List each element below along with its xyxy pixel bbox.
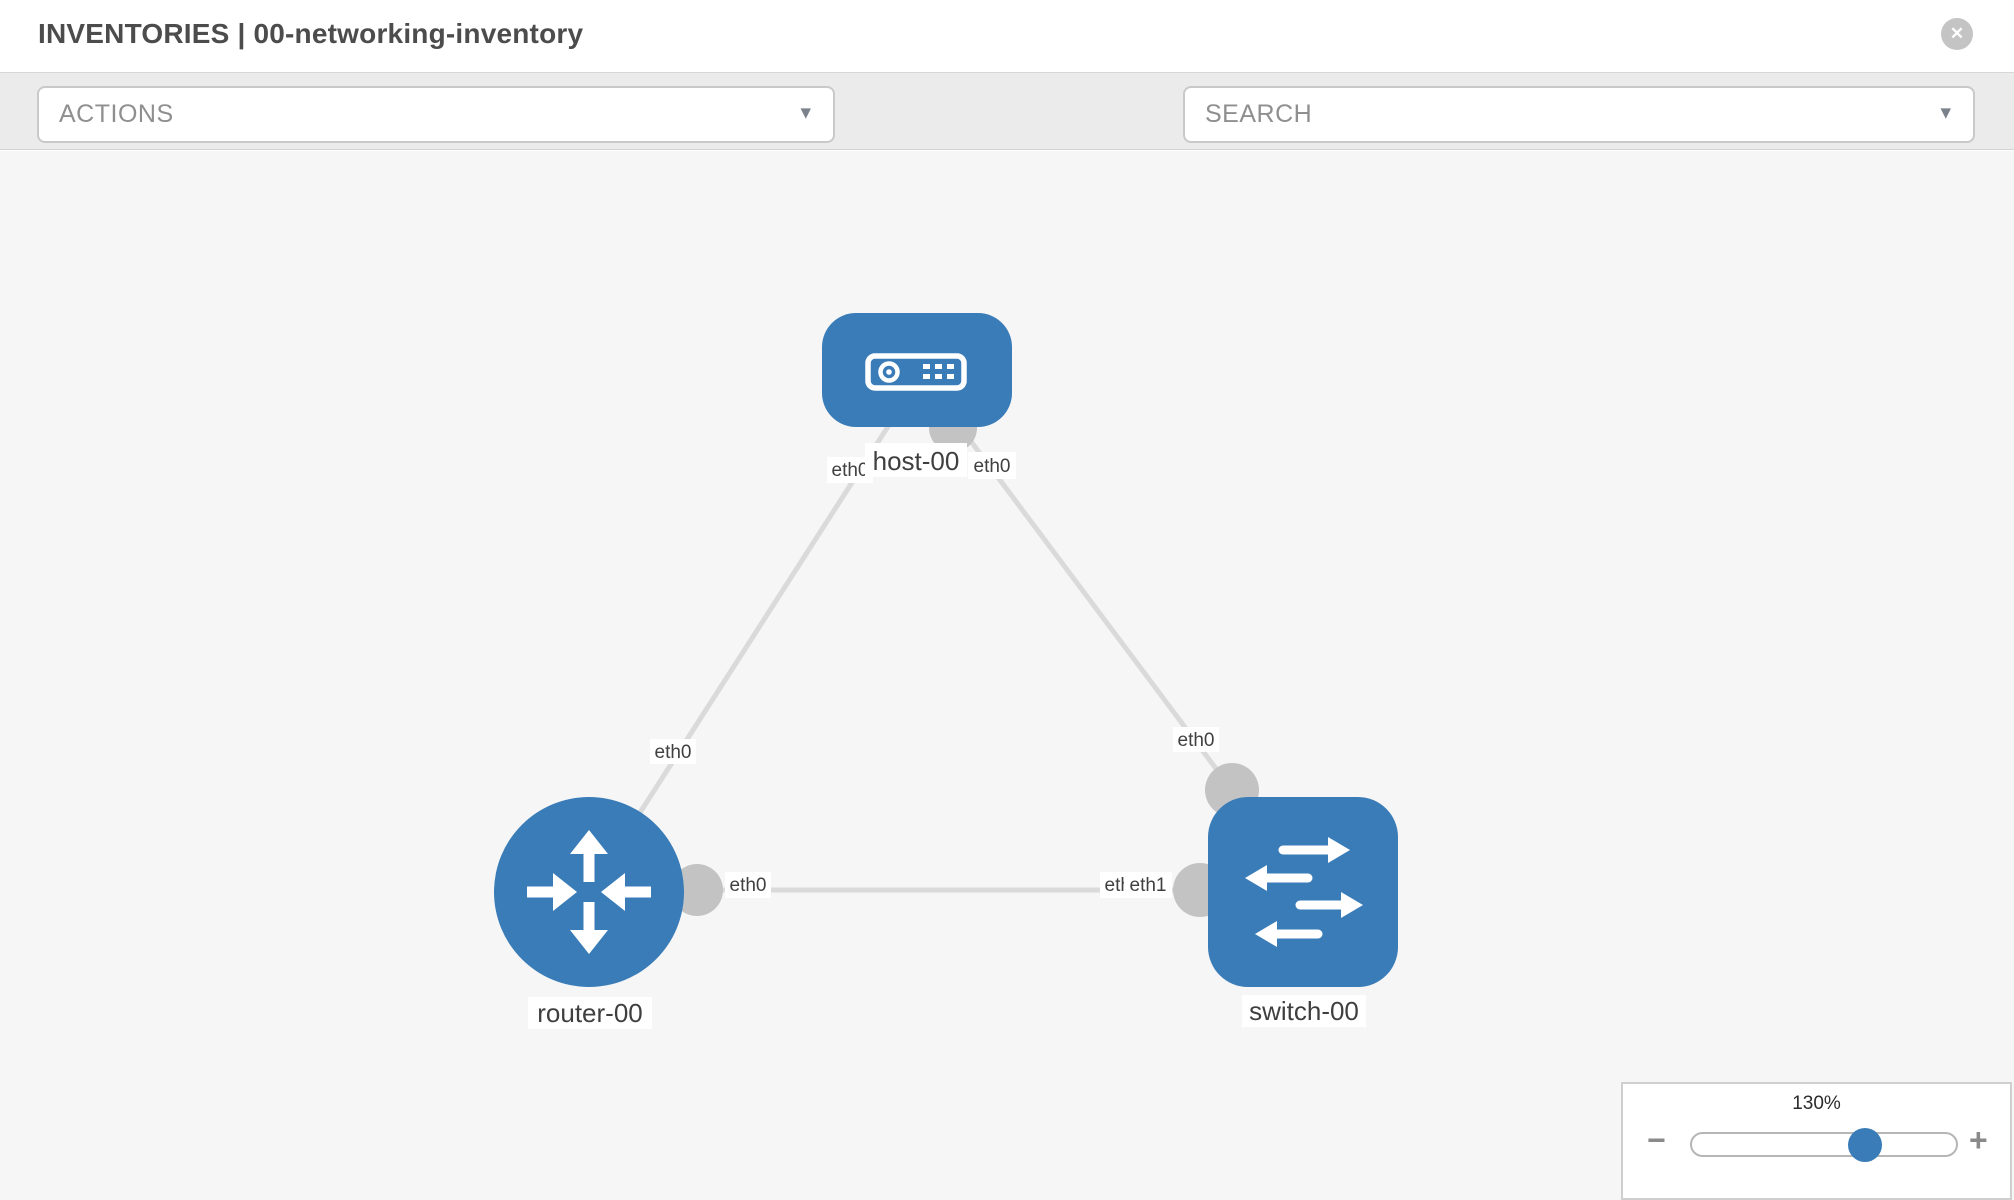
iface-label: eth0 [1173, 727, 1219, 752]
topology-canvas[interactable]: eth0 eth0 eth0 eth0 eth0 eth0 eth1 [0, 151, 2014, 1200]
zoom-slider-handle[interactable] [1848, 1128, 1882, 1162]
svg-text:eth0: eth0 [974, 456, 1011, 477]
toolbar: ACTIONS ▾ SEARCH ▾ [0, 72, 2014, 206]
svg-text:eth1: eth1 [1130, 875, 1167, 896]
node-label: router-00 [528, 997, 652, 1029]
close-icon[interactable]: ✕ [1941, 18, 1973, 50]
zoom-control-panel: 130% − + [1621, 1082, 2012, 1200]
svg-text:eth0: eth0 [832, 460, 869, 481]
node-label: switch-00 [1242, 995, 1366, 1027]
search-dropdown-label: SEARCH [1205, 100, 1313, 128]
switch-node[interactable] [1208, 797, 1398, 987]
page-title: INVENTORIES | 00-networking-inventory [38, 18, 584, 49]
svg-text:router-00: router-00 [537, 998, 643, 1028]
zoom-in-button[interactable]: + [1969, 1122, 1988, 1158]
actions-dropdown-label: ACTIONS [59, 100, 174, 128]
connector-router-eth0[interactable] [671, 864, 723, 916]
svg-text:eth0: eth0 [655, 742, 692, 763]
svg-text:eth0: eth0 [1178, 730, 1215, 751]
iface-label: eth0 [650, 739, 696, 764]
iface-label: eth0 [725, 872, 771, 898]
iface-label: eth1 [1124, 872, 1172, 898]
zoom-out-button[interactable]: − [1647, 1122, 1666, 1158]
svg-text:switch-00: switch-00 [1249, 996, 1359, 1026]
header-bar: INVENTORIES | 00-networking-inventory ✕ [0, 0, 2014, 72]
zoom-level-readout: 130% [1792, 1093, 1841, 1114]
svg-text:host-00: host-00 [873, 446, 960, 476]
node-labels-layer: host-00 router-00 switch-00 [528, 443, 1366, 1029]
zoom-slider-track[interactable] [1690, 1132, 1958, 1157]
search-dropdown[interactable]: SEARCH ▾ [1183, 86, 1975, 143]
close-x-glyph: ✕ [1949, 24, 1965, 43]
actions-dropdown[interactable]: ACTIONS ▾ [37, 86, 835, 143]
chevron-down-icon: ▾ [1940, 101, 1951, 124]
switch-icon [1245, 837, 1363, 947]
topology-svg: eth0 eth0 eth0 eth0 eth0 eth0 eth1 [494, 313, 1398, 1029]
iface-label: eth0 [968, 452, 1016, 479]
svg-text:eth0: eth0 [730, 875, 767, 896]
connectors-layer [671, 404, 1259, 917]
host-icon [865, 353, 967, 391]
chevron-down-icon: ▾ [800, 101, 811, 124]
host-node[interactable] [822, 313, 1012, 427]
node-label: host-00 [865, 443, 967, 477]
interface-labels-layer: eth0 eth0 eth0 eth0 eth0 eth0 eth1 [650, 452, 1219, 898]
router-node[interactable] [494, 797, 684, 987]
router-icon [527, 830, 651, 954]
